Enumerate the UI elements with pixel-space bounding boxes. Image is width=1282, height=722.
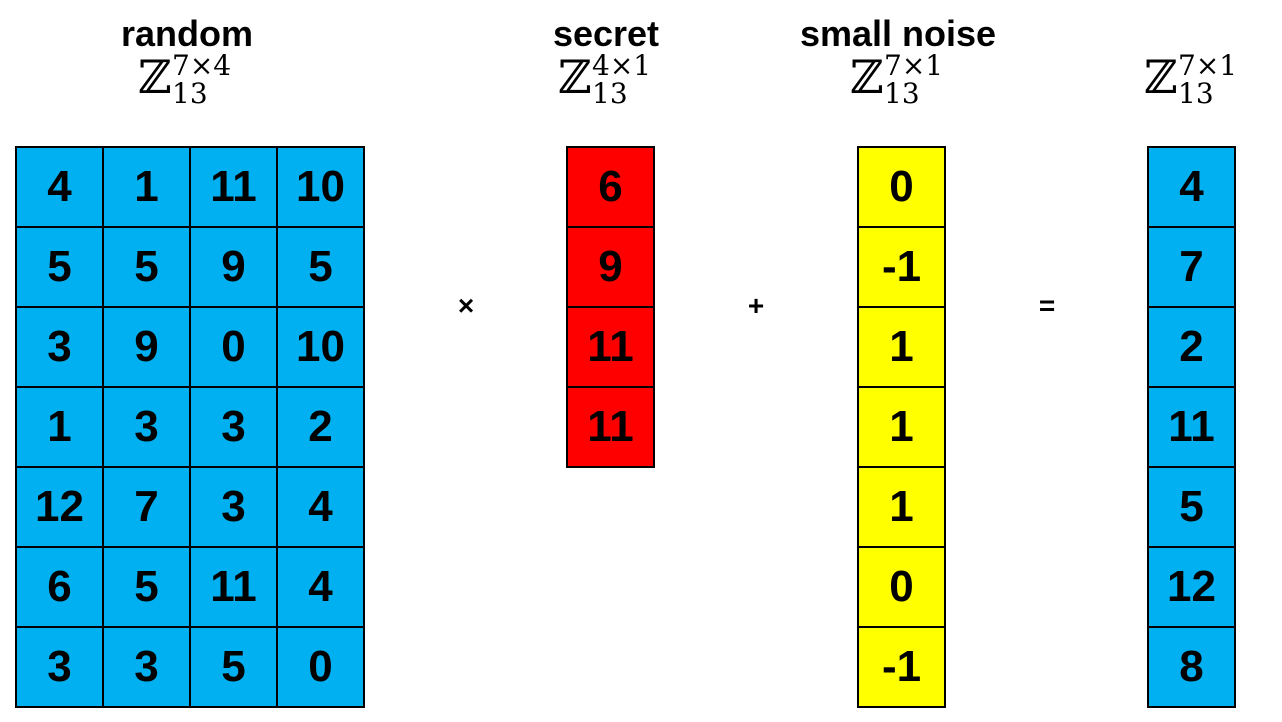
random-cell: 3 xyxy=(191,388,278,468)
random-cell: 3 xyxy=(191,468,278,548)
random-cell: 11 xyxy=(191,548,278,628)
random-cell: 5 xyxy=(278,228,365,308)
random-cell: 4 xyxy=(17,148,104,228)
random-cell: 3 xyxy=(104,388,191,468)
equals-operator: = xyxy=(1038,290,1056,321)
random-cell: 5 xyxy=(17,228,104,308)
result-cell: 7 xyxy=(1149,228,1236,308)
random-cell: 0 xyxy=(278,628,365,708)
result-cell: 2 xyxy=(1149,308,1236,388)
integers-symbol: ℤ xyxy=(558,50,592,104)
random-cell: 10 xyxy=(278,308,365,388)
random-cell: 7 xyxy=(104,468,191,548)
noise-cell: 0 xyxy=(859,148,946,228)
noise-cell: 1 xyxy=(859,468,946,548)
result-cell: 8 xyxy=(1149,628,1236,708)
noise-cell: -1 xyxy=(859,228,946,308)
random-cell: 4 xyxy=(278,468,365,548)
random-cell: 5 xyxy=(191,628,278,708)
secret-cell: 9 xyxy=(568,228,655,308)
integers-symbol: ℤ xyxy=(138,50,172,104)
secret-cell: 11 xyxy=(568,308,655,388)
secret-cell: 6 xyxy=(568,148,655,228)
dimension-superscript: 4×1 xyxy=(592,49,652,82)
random-cell: 5 xyxy=(104,548,191,628)
plus-operator: + xyxy=(747,290,765,321)
random-cell: 10 xyxy=(278,148,365,228)
random-cell: 12 xyxy=(17,468,104,548)
noise-cell: -1 xyxy=(859,628,946,708)
random-cell: 4 xyxy=(278,548,365,628)
random-cell: 6 xyxy=(17,548,104,628)
times-operator: × xyxy=(457,290,475,321)
random-cell: 9 xyxy=(104,308,191,388)
result-cell: 5 xyxy=(1149,468,1236,548)
modulus-subscript: 13 xyxy=(172,77,208,110)
dimension-superscript: 7×1 xyxy=(1178,49,1238,82)
modulus-subscript: 13 xyxy=(884,77,920,110)
random-cell: 0 xyxy=(191,308,278,388)
integers-symbol: ℤ xyxy=(1144,50,1178,104)
dimension-superscript: 7×4 xyxy=(172,49,232,82)
modulus-subscript: 13 xyxy=(592,77,628,110)
noise-cell: 0 xyxy=(859,548,946,628)
random-cell: 11 xyxy=(191,148,278,228)
secret-label: secret xyxy=(552,13,660,54)
result-cell: 12 xyxy=(1149,548,1236,628)
random-cell: 3 xyxy=(104,628,191,708)
modulus-subscript: 13 xyxy=(1178,77,1214,110)
random-cell: 1 xyxy=(104,148,191,228)
dimension-superscript: 7×1 xyxy=(884,49,944,82)
secret-cell: 11 xyxy=(568,388,655,468)
random-cell: 2 xyxy=(278,388,365,468)
random-cell: 1 xyxy=(17,388,104,468)
noise-cell: 1 xyxy=(859,388,946,468)
random-cell: 5 xyxy=(104,228,191,308)
random-cell: 9 xyxy=(191,228,278,308)
result-cell: 4 xyxy=(1149,148,1236,228)
noise-cell: 1 xyxy=(859,308,946,388)
random-cell: 3 xyxy=(17,628,104,708)
noise-label: small noise xyxy=(799,13,997,54)
random-cell: 3 xyxy=(17,308,104,388)
random-label: random xyxy=(120,13,253,54)
result-cell: 11 xyxy=(1149,388,1236,468)
integers-symbol: ℤ xyxy=(850,50,884,104)
